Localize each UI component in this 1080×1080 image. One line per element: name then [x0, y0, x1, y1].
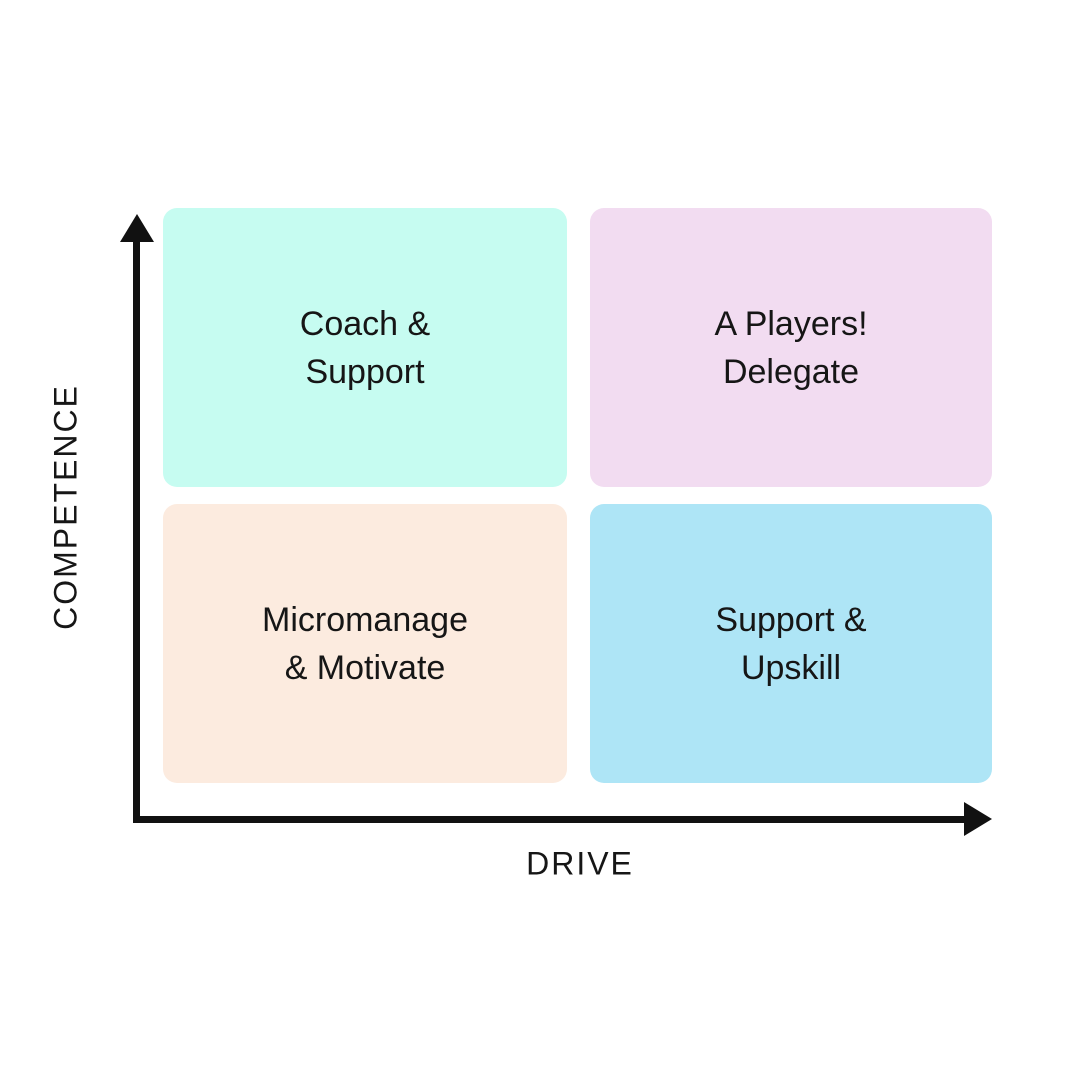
quadrant-label-line: Support &: [715, 600, 867, 639]
quadrant-label-line: Support: [305, 352, 425, 391]
quadrant-label-line: & Motivate: [284, 648, 446, 687]
quadrant-label-line: Coach &: [299, 304, 431, 343]
quadrant-support-upskill: Support & Upskill: [590, 504, 992, 783]
y-axis-line: [133, 236, 140, 823]
y-axis-arrow-icon: [120, 214, 154, 242]
x-axis-arrow-icon: [964, 802, 992, 836]
quadrant-coach-support: Coach & Support: [163, 208, 567, 487]
y-axis-label: COMPETENCE: [47, 384, 84, 630]
quadrant-label-line: Micromanage: [262, 600, 468, 639]
x-axis-line: [133, 816, 966, 823]
quadrant-micromanage-motivate: Micromanage & Motivate: [163, 504, 567, 783]
quadrant-label-line: Upskill: [740, 648, 842, 687]
quadrant-a-players-delegate: A Players! Delegate: [590, 208, 992, 487]
quadrant-label-line: Delegate: [722, 352, 860, 391]
quadrant-label-line: A Players!: [714, 304, 868, 343]
x-axis-label: DRIVE: [526, 845, 634, 882]
